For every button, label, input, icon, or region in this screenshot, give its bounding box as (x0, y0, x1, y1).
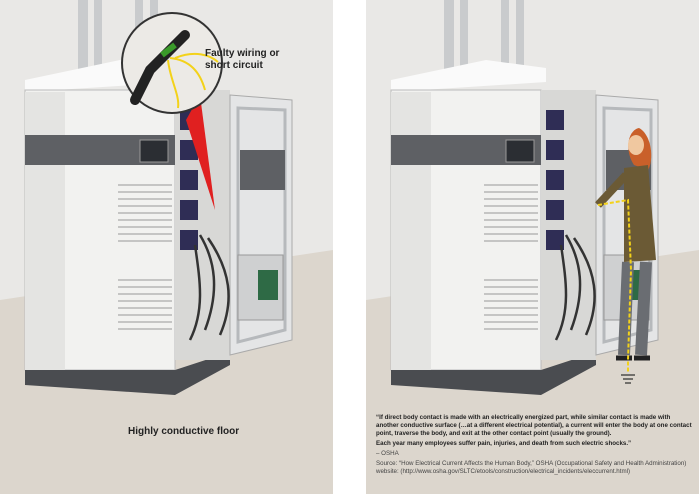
electrical-cabinet-illustration (0, 0, 333, 494)
worker-figure (595, 128, 656, 384)
source-citation: Source: “How Electrical Current Affects … (376, 460, 687, 475)
left-illustration-panel: Faulty wiring or short circuit Highly co… (0, 0, 333, 494)
osha-quote: “If direct body contact is made with an … (376, 414, 694, 478)
spark-icon (167, 52, 219, 109)
quote-text-2: Each year many employees suffer pain, in… (376, 440, 632, 447)
quote-attribution: – OSHA (376, 450, 399, 457)
fault-pointer (186, 95, 215, 210)
right-illustration-panel: “If direct body contact is made with an … (366, 0, 700, 494)
callout-label: Faulty wiring or short circuit (205, 48, 280, 71)
quote-text: “If direct body contact is made with an … (376, 414, 692, 437)
magnifier-callout (121, 12, 223, 114)
ground-symbol-icon (621, 374, 635, 384)
floor-label: Highly conductive floor (128, 426, 240, 437)
worker-shock-illustration (366, 0, 700, 494)
